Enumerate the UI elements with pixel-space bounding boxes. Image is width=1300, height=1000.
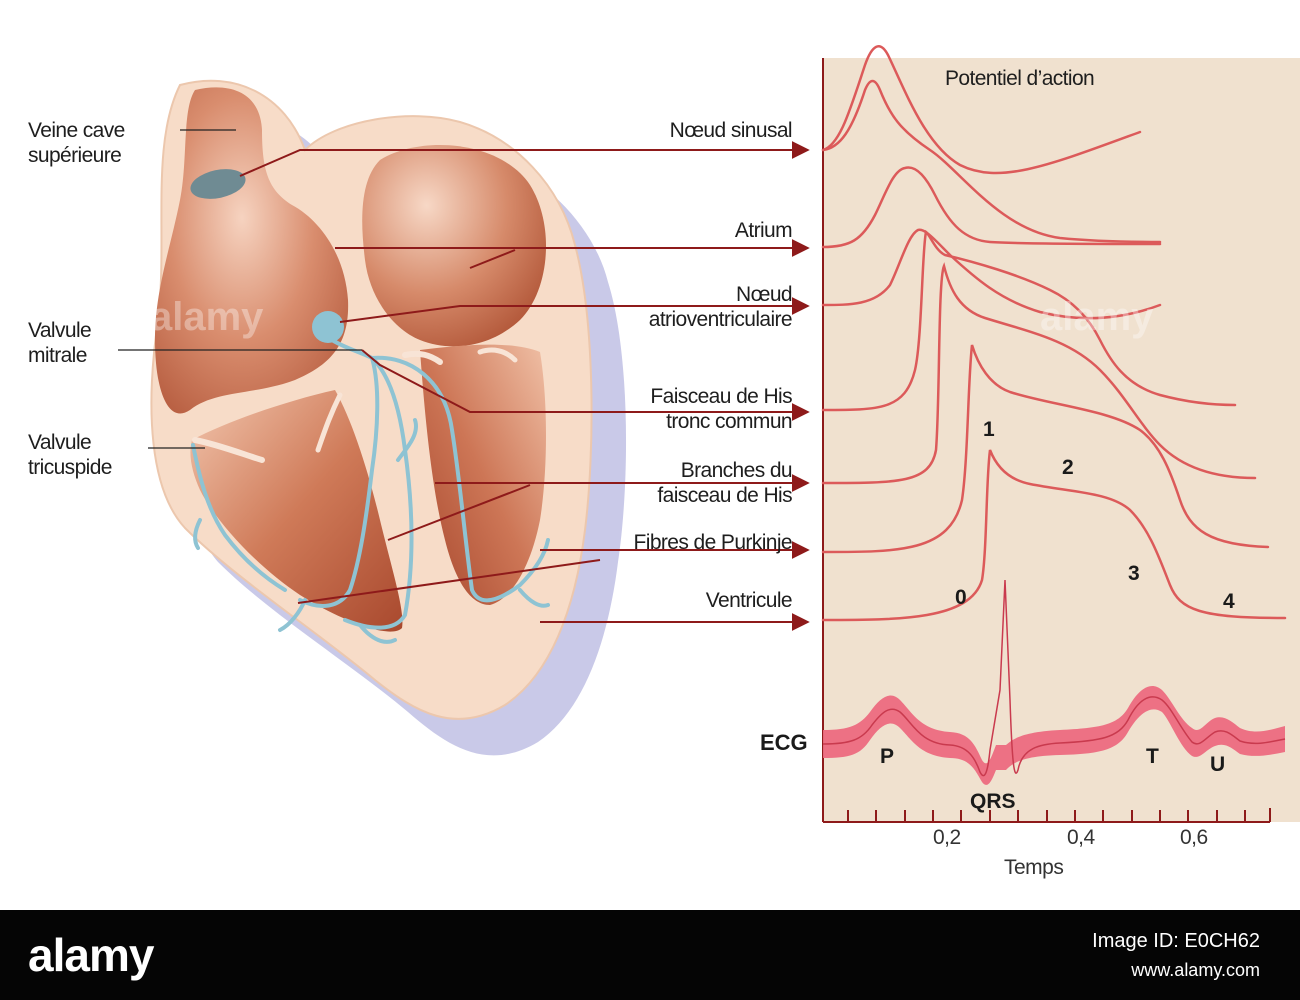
action-potential-curves xyxy=(821,45,1287,622)
label-branches: Branches du faisceau de His xyxy=(657,459,792,507)
ecg-band xyxy=(823,686,1285,785)
label-atrium: Atrium xyxy=(734,219,793,242)
valve-flap-2 xyxy=(315,392,343,453)
left-label-lines xyxy=(118,129,362,449)
label-valvule-mitrale: Valvule mitrale xyxy=(28,319,92,367)
connector-arrows xyxy=(239,141,810,631)
label-ventricule: Ventricule xyxy=(705,589,793,612)
ecg-wave-t: T xyxy=(1146,745,1159,768)
phase-2: 2 xyxy=(1062,456,1074,479)
label-purkinje: Fibres de Purkinje xyxy=(633,531,793,554)
ecg-label: ECG xyxy=(760,730,808,755)
arrow-atrium-left xyxy=(469,249,516,269)
ecg-trace xyxy=(822,579,1286,785)
phase-3: 3 xyxy=(1128,562,1140,585)
arrow-purkinje-2 xyxy=(297,559,601,604)
watermark-left: alamy xyxy=(150,295,264,339)
curve-purkinje xyxy=(821,344,1270,554)
diagram-scene: alamy alamy Veine cave supérieure Valvul… xyxy=(28,45,1300,879)
x-axis-label: Temps xyxy=(1004,856,1064,879)
diagram-svg xyxy=(118,45,1300,823)
right-ventricle xyxy=(190,390,403,632)
curve-av-node xyxy=(821,228,1162,320)
arrow-his xyxy=(361,349,810,421)
ecg-line xyxy=(822,579,1286,777)
curve-sinus-node xyxy=(821,45,1142,175)
ecg-wave-u: U xyxy=(1210,753,1226,776)
x-axis-ticks xyxy=(847,810,1246,822)
graph-title: Potentiel d’action xyxy=(945,67,1095,90)
curve-his xyxy=(821,229,1237,412)
ecg-wave-qrs: QRS xyxy=(970,790,1016,813)
x-tick-0-6: 0,6 xyxy=(1180,826,1208,849)
x-tick-0-4: 0,4 xyxy=(1067,826,1095,849)
footer-bar: alamy Image ID: E0CH62 www.alamy.com xyxy=(0,910,1300,1000)
footer-image-id: Image ID: E0CH62 xyxy=(1092,930,1260,952)
tricuspid-valve xyxy=(192,437,265,463)
watermark-right: alamy xyxy=(1040,295,1154,339)
phase-0: 0 xyxy=(955,586,967,609)
x-tick-0-2: 0,2 xyxy=(933,826,961,849)
curve-branches xyxy=(821,262,1257,485)
label-valvule-tricuspide: Valvule tricuspide xyxy=(28,431,112,479)
av-node xyxy=(312,311,344,343)
label-faisceau-his: Faisceau de His tronc commun xyxy=(650,385,792,433)
heart-illustration xyxy=(150,79,627,756)
ecg-wave-p: P xyxy=(880,745,895,768)
mitral-valve xyxy=(402,350,443,365)
graph-panel xyxy=(823,58,1300,822)
label-noeud-sinusal: Nœud sinusal xyxy=(669,119,793,142)
arrow-branches-2 xyxy=(387,484,531,541)
label-veine-cave: Veine cave supérieure xyxy=(28,119,125,167)
footer-site: www.alamy.com xyxy=(1131,960,1260,980)
arrow-av-node xyxy=(339,297,810,323)
sinus-node xyxy=(190,169,246,199)
left-ventricle xyxy=(420,344,546,605)
curve-sinus-node-2 xyxy=(821,79,1162,244)
left-atrium xyxy=(362,145,547,347)
footer-brand: alamy xyxy=(28,929,154,981)
label-noeud-av: Nœud atrioventriculaire xyxy=(648,283,793,331)
arrow-sinus xyxy=(239,141,810,177)
phase-1: 1 xyxy=(983,418,995,441)
valve-flap xyxy=(477,347,518,363)
curve-ventricle xyxy=(821,449,1287,622)
phase-4: 4 xyxy=(1223,590,1235,613)
right-atrium xyxy=(155,87,349,414)
curve-atrium xyxy=(821,166,1162,249)
